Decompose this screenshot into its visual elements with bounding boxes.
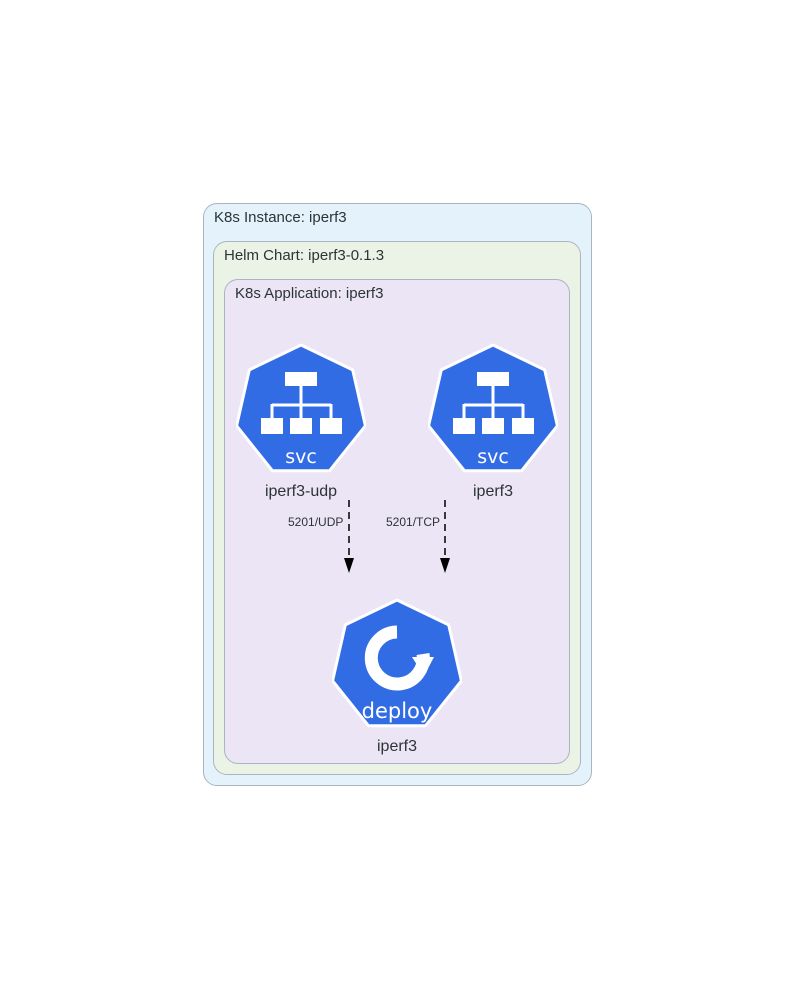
edge-label-tcp: 5201/TCP bbox=[386, 515, 441, 529]
svc-badge-text: svc bbox=[477, 446, 509, 468]
edge-label-udp: 5201/UDP bbox=[288, 515, 344, 529]
service-label-iperf3-udp: iperf3-udp bbox=[264, 483, 338, 500]
service-node-iperf3[interactable]: svc bbox=[428, 342, 558, 476]
kubernetes-deployment-icon: deploy bbox=[332, 598, 462, 728]
k8s-instance-label: K8s Instance: iperf3 bbox=[214, 209, 347, 226]
edge-udp bbox=[344, 500, 354, 573]
helm-chart-label: Helm Chart: iperf3-0.1.3 bbox=[224, 247, 385, 264]
deployment-node-iperf3[interactable]: deploy bbox=[332, 597, 462, 731]
k8s-application-label: K8s Application: iperf3 bbox=[235, 285, 384, 302]
deployment-label-iperf3: iperf3 bbox=[376, 738, 418, 755]
svc-badge-text: svc bbox=[285, 446, 317, 468]
edge-tcp bbox=[440, 500, 450, 573]
kubernetes-service-icon: svc bbox=[428, 343, 558, 473]
kubernetes-service-icon: svc bbox=[236, 343, 366, 473]
arrowhead-icon bbox=[344, 558, 354, 573]
deploy-badge-text: deploy bbox=[362, 699, 433, 723]
service-label-iperf3: iperf3 bbox=[472, 483, 514, 500]
service-node-iperf3-udp[interactable]: svc bbox=[236, 342, 366, 476]
arrowhead-icon bbox=[440, 558, 450, 573]
